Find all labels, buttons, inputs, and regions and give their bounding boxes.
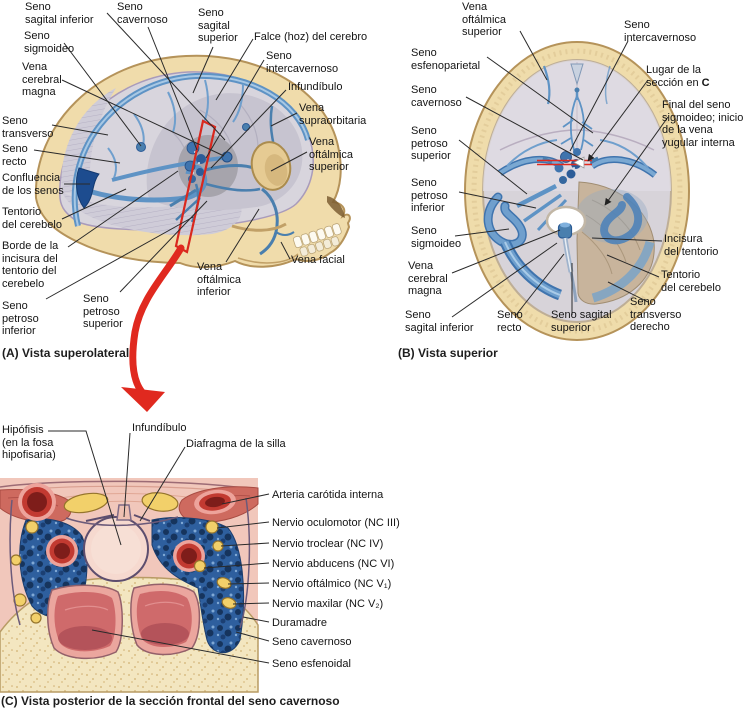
label-seno-recto-b: Seno recto	[497, 309, 523, 334]
label-final-seno-sigmoideo: Final del seno sigmoideo; inicio de la v…	[662, 99, 744, 149]
label-vena-cerebral-magna-b: Vena cerebral magna	[408, 260, 448, 297]
red-arrow-to-c	[121, 244, 185, 412]
label-seno-esfenoparietal: Seno esfenoparietal	[411, 47, 481, 72]
label-lugar-text: Lugar de la sección en	[646, 64, 702, 89]
label-seno-transverso-derecho: Seno transverso derecho	[630, 296, 682, 333]
label-seno-cavernoso-b: Seno cavernoso	[411, 84, 462, 109]
crista-galli	[570, 63, 584, 86]
label-seno-sagital-superior-a: Seno sagital superior	[198, 7, 238, 44]
label-vena-oftalmica-superior-a: Vena oftálmica superior	[309, 136, 354, 173]
label-seno-intercavernoso-b: Seno intercavernoso	[624, 19, 697, 44]
leader-lines	[33, 12, 669, 664]
tentorium-hatched	[62, 192, 242, 236]
cranial-nerves	[10, 492, 237, 624]
label-lugar-bold-c: C	[701, 76, 710, 89]
label-infundibulo-c: Infundíbulo	[132, 422, 187, 434]
label-seno-petroso-inferior-a: Seno petroso inferior	[2, 300, 39, 337]
label-seno-sagital-superior-b: Seno sagital superior	[551, 309, 612, 334]
label-vena-cerebral-magna-a: Vena cerebral magna	[22, 61, 62, 98]
label-tentorio-del-cerebelo-a: Tentorio del cerebelo	[2, 206, 62, 231]
label-arteria-carotida-interna: Arteria carótida interna	[272, 489, 384, 501]
sigmoid-sinus-knob	[136, 142, 146, 152]
label-seno-petroso-inferior-b: Seno petroso inferior	[411, 177, 448, 214]
label-seno-cavernoso-c: Seno cavernoso	[272, 636, 352, 648]
label-nervio-oculomotor: Nervio oculomotor (NC III)	[272, 517, 400, 529]
label-nervio-troclear: Nervio troclear (NC IV)	[272, 538, 384, 550]
sphenoidal-sinus-left	[47, 584, 123, 660]
label-hipofisis: Hipófisis (en la fosa hipofisaria)	[2, 424, 56, 461]
teeth	[292, 223, 342, 257]
sphenoidal-sinus-right	[130, 583, 201, 656]
orbit-shadow	[264, 154, 288, 186]
label-duramadre: Duramadre	[272, 617, 328, 629]
label-nervio-maxilar: Nervio maxilar (NC V₂)	[272, 598, 384, 610]
label-falce-del-cerebro: Falce (hoz) del cerebro	[254, 31, 368, 43]
label-seno-transverso: Seno transverso	[2, 115, 54, 140]
great-cerebral-vein	[221, 151, 233, 163]
label-vena-oftalmica-superior-b: Vena oftálmica superior	[462, 1, 507, 38]
caption-panel-c: (C) Vista posterior de la sección fronta…	[1, 694, 340, 708]
panel-c-illustration	[0, 478, 259, 693]
diaphragma-sellae	[85, 514, 115, 522]
label-seno-sagital-inferior-a: Seno sagital inferior	[25, 1, 94, 26]
zygomatic-arch	[231, 222, 287, 232]
label-incisura-del-tentorio: Incisura del tentorio	[664, 233, 719, 258]
label-tentorio-del-cerebelo-b: Tentorio del cerebelo	[661, 269, 721, 294]
label-seno-esfenoidal: Seno esfenoidal	[272, 658, 351, 670]
label-seno-sigmoideo-b: Seno sigmoideo	[411, 225, 462, 250]
label-infundibulo-a: Infundíbulo	[288, 81, 343, 93]
label-seno-petroso-superior-b: Seno petroso superior	[411, 125, 451, 162]
venous-sinuses-b	[483, 65, 658, 303]
label-diafragma-de-la-silla: Diafragma de la silla	[186, 438, 286, 450]
label-nervio-abducens: Nervio abducens (NC VI)	[272, 558, 395, 570]
label-seno-petroso-superior-a: Seno petroso superior	[83, 293, 123, 330]
label-seno-sigmoideo-a: Seno sigmoideo	[24, 30, 75, 55]
label-borde-incisura-tentorio: Borde de la incisura del tentorio del ce…	[2, 240, 59, 290]
label-lugar-de-la-seccion: Lugar de la sección en C	[646, 64, 710, 89]
label-seno-recto-a: Seno recto	[2, 143, 28, 168]
caption-panel-b: (B) Vista superior	[398, 346, 498, 360]
label-confluencia-de-los-senos: Confluencia de los senos	[2, 172, 64, 197]
label-nervio-oftalmico: Nervio oftálmico (NC V₁)	[272, 578, 392, 590]
label-vena-supraorbitaria: Vena supraorbitaria	[299, 102, 367, 127]
bridging-vein-knob	[242, 123, 250, 131]
confluence-of-sinuses	[75, 167, 100, 209]
label-vena-oftalmica-inferior: Vena oftálmica inferior	[197, 261, 242, 298]
nasal-aperture	[327, 196, 345, 218]
label-seno-cavernoso-a: Seno cavernoso	[117, 1, 168, 26]
label-vena-facial: Vena facial	[291, 254, 345, 266]
dura-membrane-left	[9, 499, 21, 626]
dura-membrane-right	[239, 497, 251, 629]
label-seno-sagital-inferior-b: Seno sagital inferior	[405, 309, 474, 334]
label-seno-intercavernoso-a: Seno intercavernoso	[266, 50, 339, 75]
caption-panel-a: (A) Vista superolateral	[2, 346, 130, 360]
